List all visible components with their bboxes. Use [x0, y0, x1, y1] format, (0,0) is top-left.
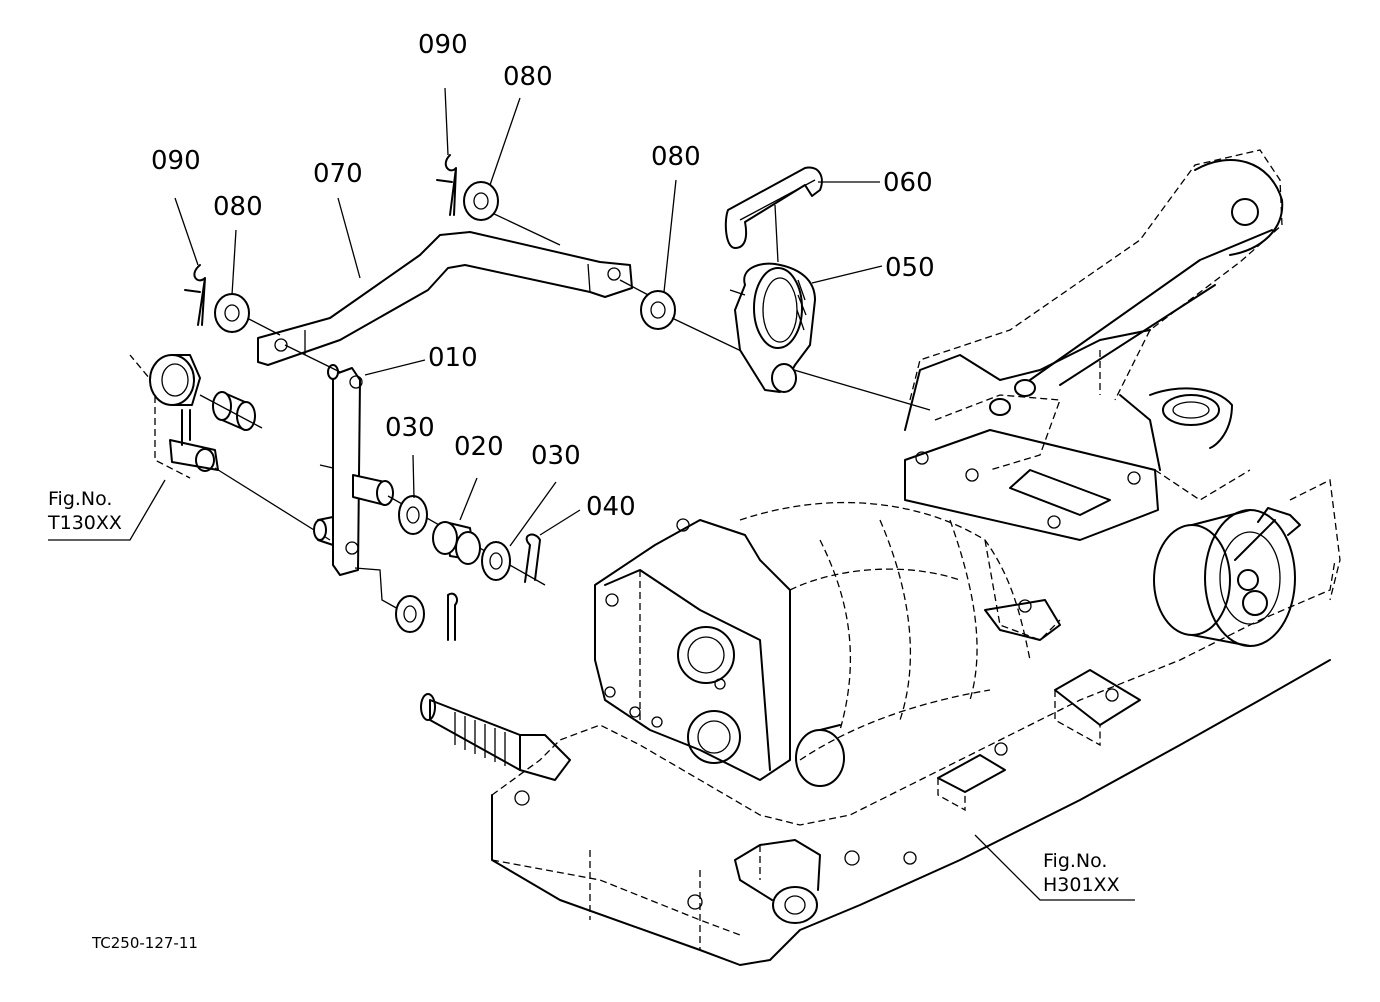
figure-reference-label: Fig.No.	[48, 488, 113, 510]
cam-plate-050	[729, 262, 816, 393]
figure-reference-number: T130XX	[48, 511, 122, 534]
clip-060	[724, 166, 823, 263]
callout-090-left[interactable]: 090	[151, 146, 201, 176]
figure-reference-t130xx[interactable]: Fig.No. T130XX	[48, 488, 122, 536]
lift-cylinder	[739, 501, 1061, 761]
callout-010[interactable]: 010	[428, 343, 478, 373]
callout-080-middle[interactable]: 080	[651, 142, 701, 172]
figure-reference-number: H301XX	[1043, 873, 1120, 896]
lift-arm-assembly	[904, 149, 1341, 647]
arm-070	[184, 154, 931, 411]
callout-060[interactable]: 060	[883, 168, 933, 198]
valve-body	[594, 518, 845, 787]
drawing-code: TC250-127-11	[92, 934, 198, 952]
figure-reference-label: Fig.No.	[1043, 850, 1108, 872]
pin-linkage	[129, 354, 458, 641]
callout-020[interactable]: 020	[454, 432, 504, 462]
callout-090-upper[interactable]: 090	[418, 30, 468, 60]
callout-070[interactable]: 070	[313, 159, 363, 189]
transmission-housing	[420, 559, 1336, 966]
figure-reference-h301xx[interactable]: Fig.No. H301XX	[1043, 850, 1120, 898]
callout-050[interactable]: 050	[885, 253, 935, 283]
callout-080-upper[interactable]: 080	[503, 62, 553, 92]
spacer-stack	[387, 495, 546, 586]
callout-030-right[interactable]: 030	[531, 441, 581, 471]
leader-lines	[48, 87, 1135, 901]
callout-030-left[interactable]: 030	[385, 413, 435, 443]
callout-040[interactable]: 040	[586, 492, 636, 522]
callout-080-left[interactable]: 080	[213, 192, 263, 222]
